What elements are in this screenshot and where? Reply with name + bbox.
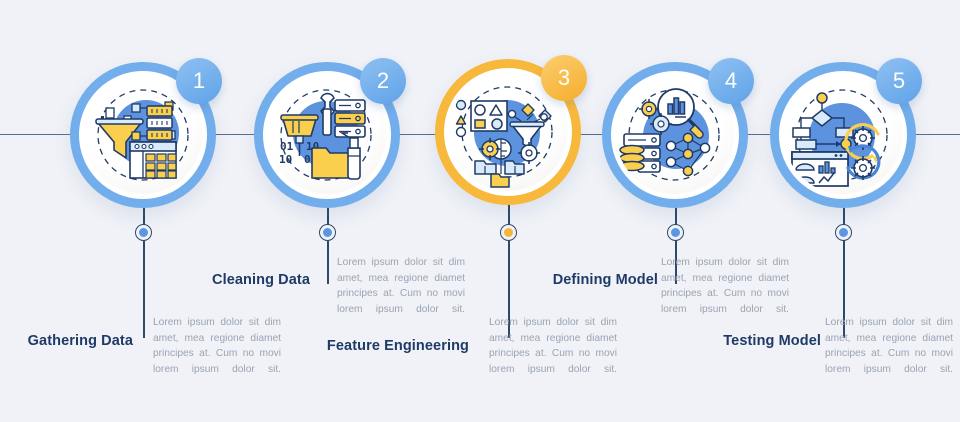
step-stem-5	[843, 208, 845, 338]
step-dot-1[interactable]	[135, 224, 152, 241]
step-dot-3[interactable]	[500, 224, 517, 241]
step-badge-1: 1	[176, 58, 222, 104]
step-node-1[interactable]: 1	[70, 58, 222, 208]
step-badge-4: 4	[708, 58, 754, 104]
step-title-1: Gathering Data	[27, 333, 133, 349]
step-badge-5: 5	[876, 58, 922, 104]
step-node-3[interactable]: 3	[435, 55, 587, 205]
step-node-4[interactable]: 4	[602, 58, 754, 208]
step-description-2: Lorem ipsum dolor sit dim amet, mea regi…	[337, 257, 465, 315]
step-badge-3: 3	[541, 55, 587, 101]
step-badge-2: 2	[360, 58, 406, 104]
step-stem-1	[143, 208, 145, 338]
step-dot-5[interactable]	[835, 224, 852, 241]
svg-text:01: 01	[280, 140, 294, 153]
step-title-3: Feature Engineering	[326, 338, 469, 354]
step-icon-4	[616, 76, 734, 194]
step-description-3: Lorem ipsum dolor sit dim amet, mea regi…	[489, 317, 617, 375]
svg-text:10: 10	[279, 153, 292, 166]
shapes-funnel-brain-gear-icon	[455, 86, 553, 188]
step-title-2: Cleaning Data	[212, 272, 310, 288]
step-stem-2	[327, 208, 329, 284]
step-title-4: Defining Model	[552, 272, 658, 288]
step-stem-3	[508, 205, 510, 338]
funnel-database-table-icon	[95, 89, 189, 181]
magnifier-chart-database-neural-net-icon	[619, 88, 720, 181]
step-dot-4[interactable]	[667, 224, 684, 241]
step-description-5: Lorem ipsum dolor sit dim amet, mea regi…	[825, 317, 953, 375]
step-node-5[interactable]: 5	[770, 58, 922, 208]
step-description-1: Lorem ipsum dolor sit dim amet, mea regi…	[153, 317, 281, 375]
step-stem-4	[675, 208, 677, 284]
step-icon-1	[84, 76, 202, 194]
step-dot-2[interactable]	[319, 224, 336, 241]
step-description-4: Lorem ipsum dolor sit dim amet, mea regi…	[661, 257, 789, 315]
flowchart-dashboard-gears-icon	[791, 89, 888, 187]
step-title-5: Testing Model	[723, 333, 821, 349]
